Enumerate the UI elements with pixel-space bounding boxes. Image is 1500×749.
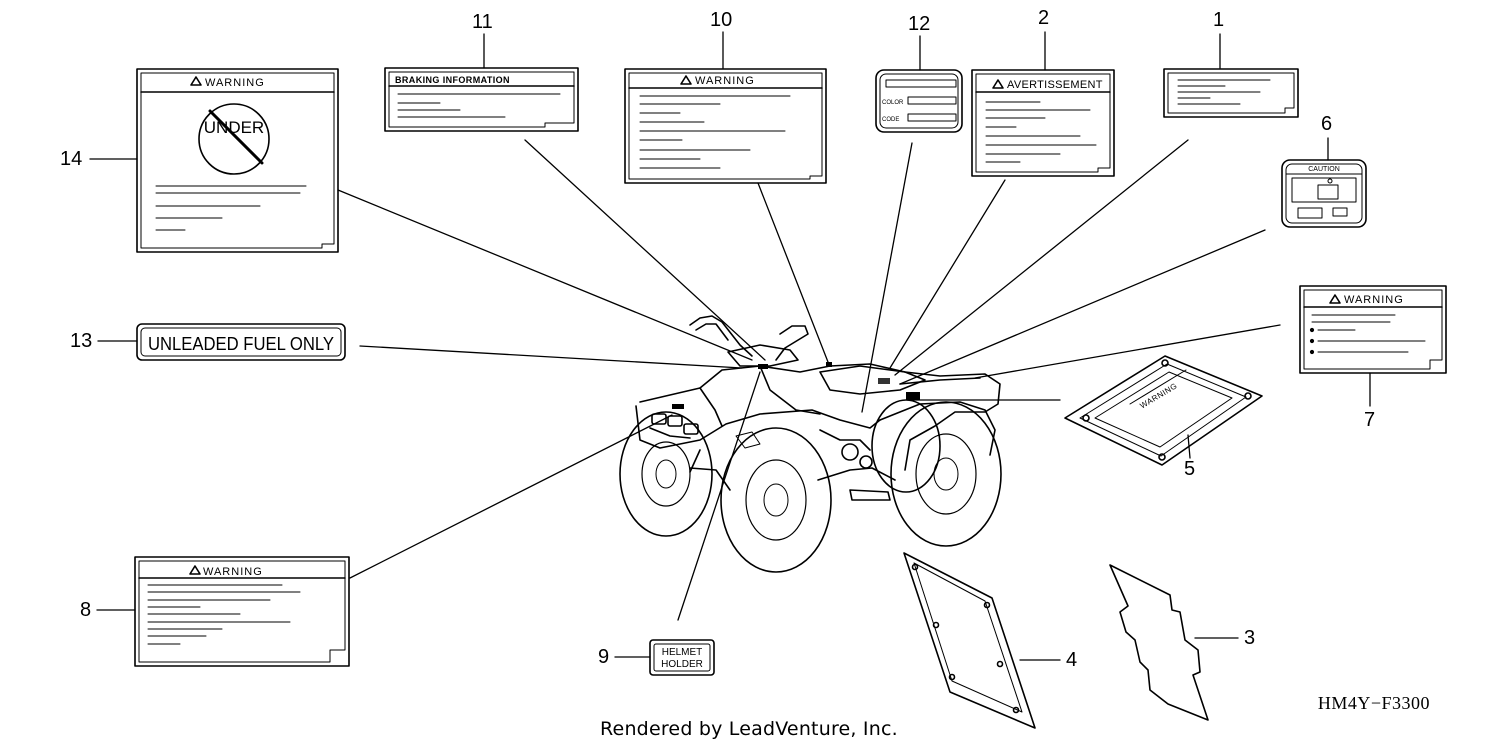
label-14-under: UNDER	[204, 118, 264, 137]
label-9-line1: HELMET	[662, 647, 703, 658]
callout-12: 12	[908, 13, 931, 35]
credit-text: Rendered by LeadVenture, Inc.	[600, 718, 898, 740]
callout-5: 5	[1184, 458, 1196, 480]
callout-1: 1	[1213, 9, 1225, 31]
label-11-heading: BRAKING INFORMATION	[395, 75, 510, 85]
callout-13: 13	[70, 330, 93, 352]
label-2-avertissement	[971, 69, 1115, 177]
label-11-braking	[384, 67, 579, 132]
label-5-heading: WARNING	[1138, 381, 1179, 410]
label-6-caution	[1281, 159, 1367, 228]
callout-2: 2	[1038, 7, 1050, 29]
label-7-warning	[1299, 285, 1447, 374]
label-14-warning-under	[136, 68, 339, 253]
leader-lines	[89, 31, 1371, 661]
callout-6: 6	[1321, 113, 1333, 135]
label-9-helmet-holder	[649, 639, 715, 676]
label-8-heading: WARNING	[203, 566, 263, 578]
callout-3: 3	[1244, 627, 1256, 649]
label-texts: WARNING UNDER BRAKING INFORMATION WARNIN…	[148, 75, 1404, 670]
label-12-code: CODE	[882, 117, 899, 123]
part-3-sheet	[1109, 564, 1209, 721]
label-14-heading: WARNING	[205, 77, 265, 89]
diagram-code: HM4Y−F3300	[1317, 693, 1430, 713]
label-12-color: COLOR	[882, 100, 904, 106]
part-4-plate	[903, 552, 1036, 729]
label-10-warning	[624, 68, 827, 184]
label-13-text: UNLEADED FUEL ONLY	[148, 334, 334, 354]
label-1-plain	[1163, 68, 1299, 118]
label-2-heading: AVERTISSEMENT	[1007, 79, 1103, 91]
atv-illustration	[619, 315, 1002, 573]
callout-4: 4	[1066, 649, 1078, 671]
label-5-warning-plate	[1064, 355, 1263, 466]
callout-14: 14	[60, 148, 83, 170]
label-10-heading: WARNING	[695, 75, 755, 87]
callout-11: 11	[472, 11, 493, 33]
callout-10: 10	[710, 9, 733, 31]
label-12-color-code	[875, 69, 963, 133]
label-13-unleaded	[136, 323, 346, 361]
label-8-warning	[134, 556, 350, 667]
callout-7: 7	[1364, 409, 1376, 431]
callout-8: 8	[80, 599, 92, 621]
label-9-line2: HOLDER	[661, 659, 703, 670]
callout-9: 9	[598, 646, 610, 668]
label-7-heading: WARNING	[1344, 294, 1404, 306]
label-6-heading: CAUTION	[1308, 166, 1340, 173]
